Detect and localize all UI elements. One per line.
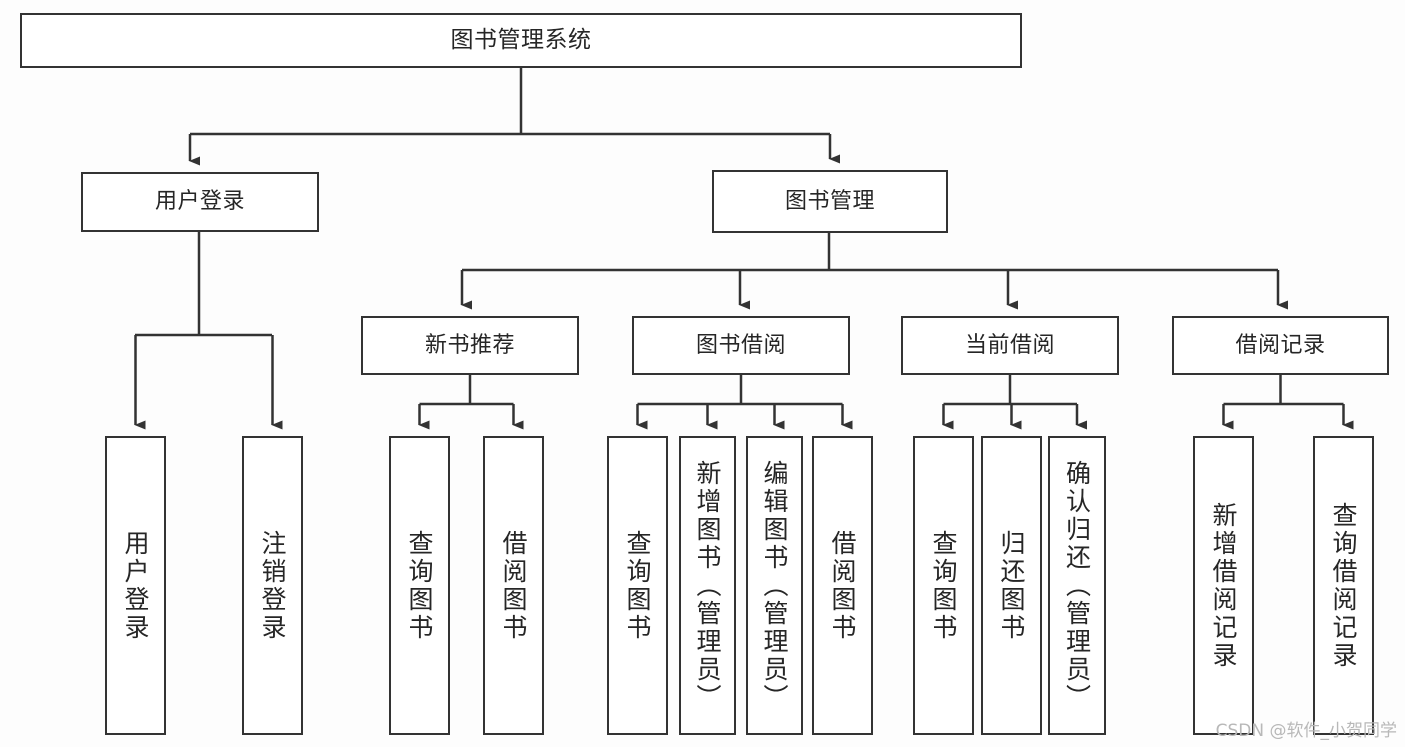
node-leaf-borrow-book-recommend[interactable]: 借阅图书 [483,436,544,735]
node-leaf-query-book-borrow-label: 查询图书 [623,529,652,642]
node-book-borrow[interactable]: 图书借阅 [632,316,850,375]
node-leaf-query-book-recommend[interactable]: 查询图书 [389,436,450,735]
node-leaf-query-book-borrow[interactable]: 查询图书 [607,436,668,735]
node-current-borrow[interactable]: 当前借阅 [901,316,1119,375]
node-leaf-query-borrow-record-label: 查询借阅记录 [1329,501,1358,670]
node-new-book-recommend[interactable]: 新书推荐 [361,316,579,375]
node-new-book-recommend-label: 新书推荐 [424,332,515,358]
node-leaf-query-book-current[interactable]: 查询图书 [913,436,974,735]
node-leaf-query-borrow-record[interactable]: 查询借阅记录 [1313,436,1374,735]
node-leaf-logout-label: 注销登录 [258,529,287,642]
node-leaf-borrow-book-recommend-label: 借阅图书 [499,529,528,642]
node-user-login[interactable]: 用户登录 [81,172,319,232]
node-leaf-add-book-admin[interactable]: 新增图书（管理员） [679,436,736,735]
node-leaf-user-login[interactable]: 用户登录 [105,436,166,735]
node-leaf-borrow-book-label: 借阅图书 [828,529,857,642]
node-book-borrow-label: 图书借阅 [695,332,786,358]
node-leaf-query-book-recommend-label: 查询图书 [405,529,434,642]
node-leaf-logout[interactable]: 注销登录 [242,436,303,735]
node-book-manage-label: 图书管理 [784,188,875,214]
node-leaf-borrow-book[interactable]: 借阅图书 [812,436,873,735]
node-root-label: 图书管理系统 [450,27,592,54]
node-borrow-record[interactable]: 借阅记录 [1172,316,1389,375]
node-leaf-confirm-return-admin-label: 确认归还（管理员） [1062,459,1092,712]
node-leaf-return-book[interactable]: 归还图书 [981,436,1042,735]
node-borrow-record-label: 借阅记录 [1235,332,1326,358]
node-book-manage[interactable]: 图书管理 [712,170,948,233]
node-leaf-query-book-current-label: 查询图书 [929,529,958,642]
edge-group [134,68,1354,430]
node-leaf-add-book-admin-label: 新增图书（管理员） [693,459,722,712]
node-leaf-add-borrow-record[interactable]: 新增借阅记录 [1193,436,1254,735]
node-leaf-user-login-label: 用户登录 [121,529,150,642]
node-current-borrow-label: 当前借阅 [964,332,1055,358]
node-leaf-return-book-label: 归还图书 [997,529,1026,642]
node-leaf-edit-book-admin-label: 编辑图书（管理员） [760,459,789,712]
node-leaf-confirm-return-admin[interactable]: 确认归还（管理员） [1048,436,1106,735]
node-leaf-add-borrow-record-label: 新增借阅记录 [1209,501,1238,670]
node-user-login-label: 用户登录 [154,189,245,215]
node-root[interactable]: 图书管理系统 [20,13,1022,68]
node-leaf-edit-book-admin[interactable]: 编辑图书（管理员） [746,436,803,735]
